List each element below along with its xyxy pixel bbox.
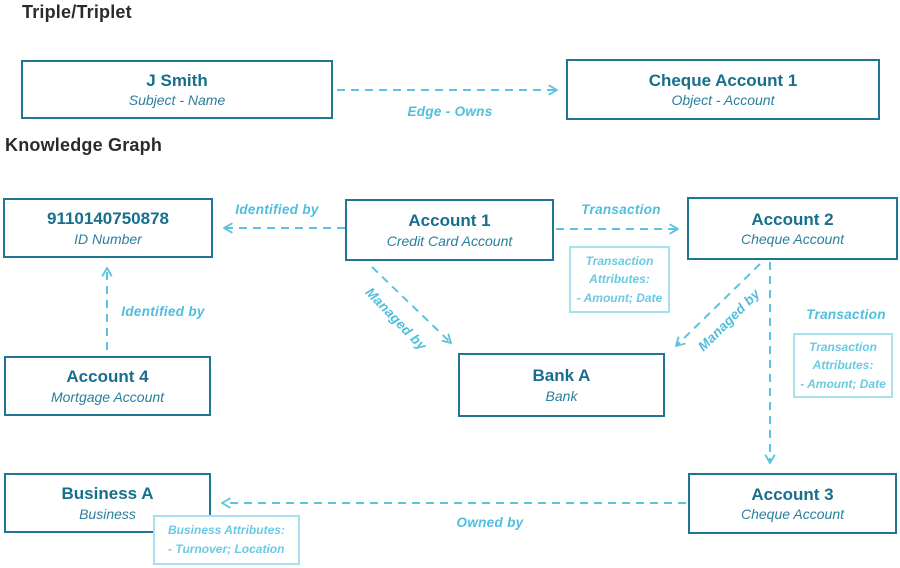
attribute-line: Transaction bbox=[585, 253, 654, 268]
node-title: Business A bbox=[61, 484, 154, 504]
attribute-line: Attributes: bbox=[812, 358, 874, 373]
attribute-line: Transaction bbox=[809, 339, 877, 354]
node-j-smith: J Smith Subject - Name bbox=[21, 60, 333, 119]
knowledge-graph-heading: Knowledge Graph bbox=[5, 135, 163, 155]
edge-label-transaction-1: Transaction bbox=[581, 202, 661, 217]
edge-label-transaction-2: Transaction bbox=[806, 307, 886, 322]
attribute-line: Attributes: bbox=[589, 272, 650, 287]
node-cheque-account-1: Cheque Account 1 Object - Account bbox=[566, 59, 880, 120]
node-subtitle: Bank bbox=[545, 387, 578, 404]
node-account-1: Account 1 Credit Card Account bbox=[345, 199, 554, 261]
node-subtitle: Subject - Name bbox=[128, 92, 226, 109]
node-subtitle: ID Number bbox=[74, 230, 142, 247]
attribute-line: - Turnover; Location bbox=[168, 542, 285, 556]
triple-heading: Triple/Triplet bbox=[22, 2, 132, 22]
attribute-line: - Amount; Date bbox=[800, 376, 886, 391]
node-title: Cheque Account 1 bbox=[648, 70, 798, 90]
node-account-4: Account 4 Mortgage Account bbox=[4, 356, 211, 416]
edge-label-identified-by-2: Identified by bbox=[121, 304, 205, 319]
node-subtitle: Credit Card Account bbox=[386, 232, 513, 249]
edge-label-managed-by-1: Managed by bbox=[362, 284, 430, 354]
node-title: Bank A bbox=[532, 366, 591, 386]
node-subtitle: Cheque Account bbox=[741, 506, 844, 523]
node-bank-a: Bank A Bank bbox=[458, 353, 665, 417]
node-title: J Smith bbox=[146, 70, 208, 90]
node-title: Account 4 bbox=[66, 367, 149, 387]
node-subtitle: Cheque Account bbox=[741, 231, 844, 248]
attributes-box-transaction-1: Transaction Attributes: - Amount; Date bbox=[569, 246, 670, 313]
node-account-2: Account 2 Cheque Account bbox=[687, 197, 898, 260]
attributes-box-transaction-2: Transaction Attributes: - Amount; Date bbox=[793, 333, 893, 398]
node-business-a: Business A Business bbox=[4, 473, 211, 533]
node-title: 9110140750878 bbox=[47, 209, 169, 229]
attributes-box-business: Business Attributes: - Turnover; Locatio… bbox=[153, 515, 300, 565]
node-account-3: Account 3 Cheque Account bbox=[688, 473, 897, 534]
attribute-line: - Amount; Date bbox=[576, 290, 663, 305]
node-title: Account 1 bbox=[408, 211, 491, 231]
edge-label-owns: Edge - Owns bbox=[407, 104, 493, 119]
edge-label-identified-by-1: Identified by bbox=[235, 202, 319, 217]
node-subtitle: Object - Account bbox=[671, 92, 775, 109]
node-subtitle: Business bbox=[79, 505, 136, 522]
node-title: Account 2 bbox=[751, 209, 834, 229]
node-id-number: 9110140750878 ID Number bbox=[3, 198, 213, 258]
edge-label-owned-by: Owned by bbox=[456, 515, 524, 530]
node-subtitle: Mortgage Account bbox=[50, 388, 165, 405]
node-title: Account 3 bbox=[751, 484, 834, 504]
edge-label-managed-by-2: Managed by bbox=[695, 286, 763, 354]
attribute-line: Business Attributes: bbox=[168, 523, 285, 538]
